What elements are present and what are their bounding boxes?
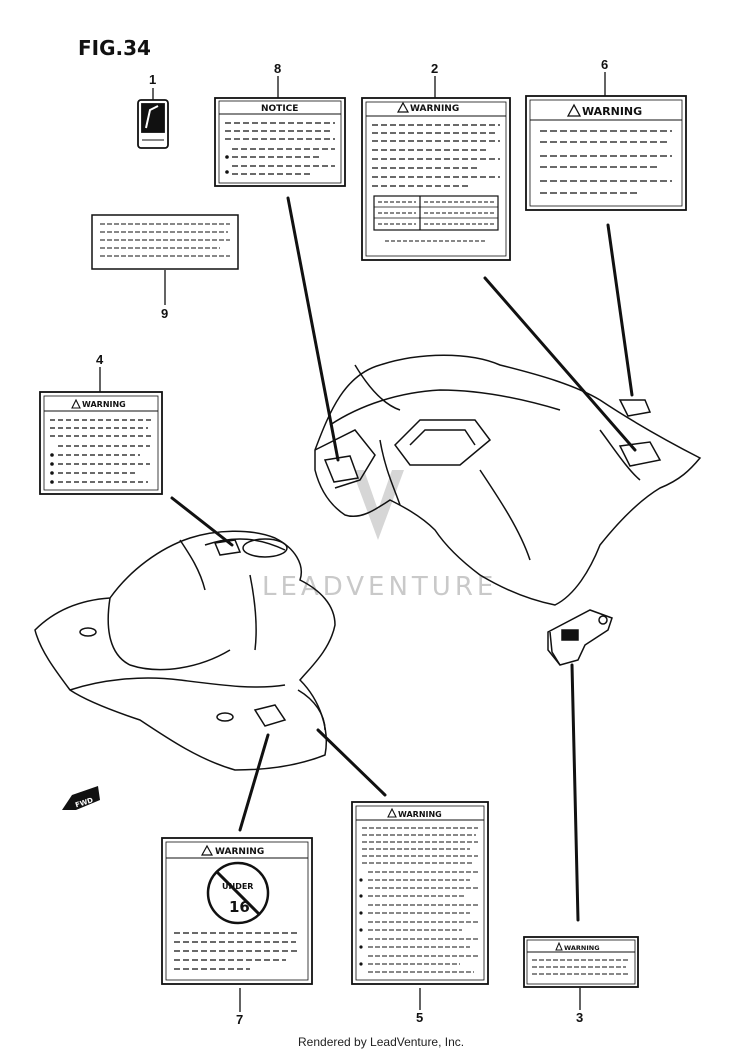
svg-text:LEADVENTURE: LEADVENTURE bbox=[262, 572, 497, 602]
figure-title: FIG.34 bbox=[78, 36, 151, 60]
warning-label-3-title: WARNING bbox=[564, 944, 600, 952]
callout-5: 5 bbox=[416, 1010, 423, 1025]
part-3-bracket bbox=[547, 609, 613, 666]
warning-label-7-title: WARNING bbox=[215, 847, 264, 857]
part-3-warning-label bbox=[523, 936, 639, 988]
part-2-warning-label bbox=[361, 97, 511, 261]
front-fender bbox=[34, 530, 336, 771]
part-8-notice-label bbox=[214, 97, 346, 187]
watermark: LEADVENTURE bbox=[262, 470, 497, 602]
age-number-text: 16 bbox=[229, 898, 250, 916]
age-under-text: UNDER bbox=[222, 882, 253, 891]
callout-7: 7 bbox=[236, 1012, 243, 1027]
part-5-warning-label bbox=[351, 801, 489, 985]
callout-3: 3 bbox=[576, 1010, 583, 1025]
warning-label-4-title: WARNING bbox=[82, 400, 126, 409]
callout-4: 4 bbox=[96, 352, 104, 367]
warning-label-2-title: WARNING bbox=[410, 104, 459, 114]
callout-2: 2 bbox=[431, 61, 438, 76]
fwd-arrow: FWD bbox=[62, 786, 100, 810]
credit-text: Rendered by LeadVenture, Inc. bbox=[298, 1035, 464, 1049]
callouts bbox=[99, 72, 606, 1012]
part-7-warning-label bbox=[161, 837, 313, 985]
notice-label-title: NOTICE bbox=[261, 104, 298, 114]
rear-fender bbox=[314, 354, 702, 606]
callout-1: 1 bbox=[149, 72, 156, 87]
part-6-warning-label bbox=[525, 95, 687, 211]
part-9-label bbox=[91, 214, 239, 270]
callout-9: 9 bbox=[161, 306, 168, 321]
callout-8: 8 bbox=[274, 61, 281, 76]
warning-label-5-title: WARNING bbox=[398, 810, 442, 819]
callout-6: 6 bbox=[601, 57, 608, 72]
part-4-warning-label bbox=[39, 391, 163, 495]
part-1-label bbox=[137, 99, 169, 149]
warning-label-6-title: WARNING bbox=[582, 105, 642, 118]
leader-lines bbox=[170, 196, 637, 922]
